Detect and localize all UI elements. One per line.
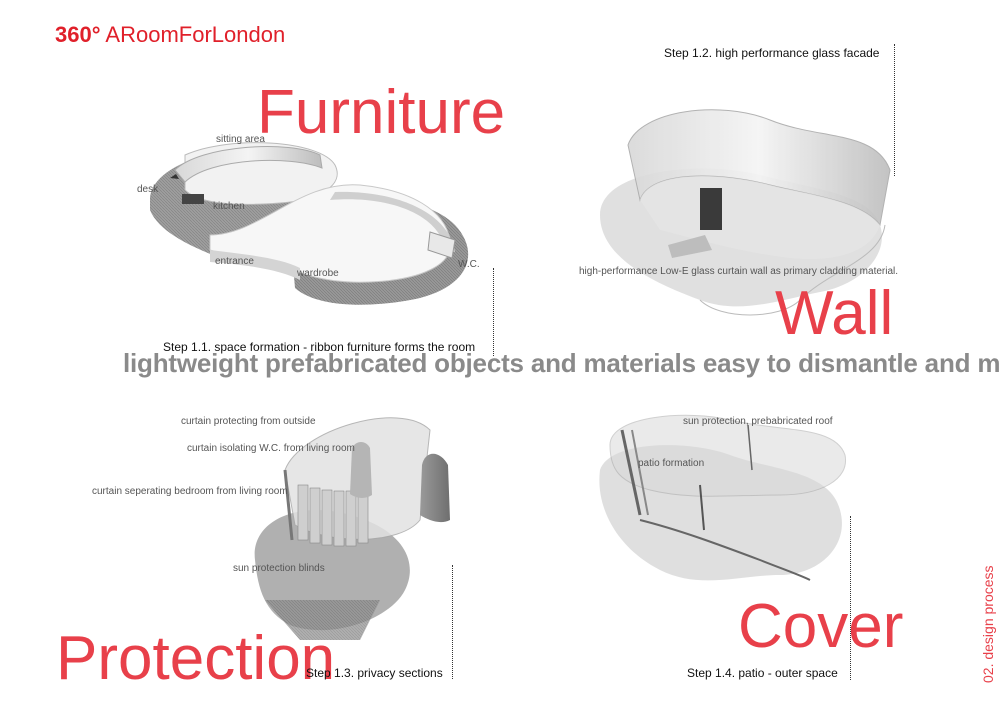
- label-kitchen: kitchen: [213, 201, 245, 212]
- label-sun-blinds: sun protection blinds: [233, 563, 325, 574]
- brand-number: 360°: [55, 22, 101, 47]
- label-curtain-bedroom: curtain seperating bedroom from living r…: [92, 486, 288, 497]
- roof-model: [599, 414, 846, 581]
- divider-line: [493, 268, 494, 356]
- label-roof: sun protection, prebabricated roof: [683, 416, 833, 427]
- divider-line: [452, 565, 453, 679]
- cover-title: Cover: [738, 592, 904, 661]
- label-curtain-outside: curtain protecting from outside: [181, 416, 316, 427]
- label-patio: patio formation: [638, 458, 705, 469]
- step-1-caption: Step 1.1. space formation - ribbon furni…: [163, 340, 476, 354]
- label-wc: W.C.: [458, 259, 480, 270]
- label-glass-curtain-wall: high-performance Low-E glass curtain wal…: [579, 266, 899, 277]
- divider-line: [850, 516, 851, 680]
- furniture-title: Furniture: [257, 78, 506, 147]
- label-curtain-wc: curtain isolating W.C. from living room: [187, 443, 355, 454]
- label-desk: desk: [137, 184, 159, 195]
- wall-title: Wall: [775, 279, 894, 348]
- label-wardrobe: wardrobe: [297, 268, 339, 279]
- curtains-model: [254, 417, 450, 640]
- step-2-caption: Step 1.2. high performance glass facade: [664, 46, 880, 60]
- step-4-caption: Step 1.4. patio - outer space: [687, 666, 838, 680]
- tagline: lightweight prefabricated objects and ma…: [123, 348, 1000, 378]
- brand-title: 360° ARoomForLondon: [55, 22, 285, 48]
- section-side-label: 02. design process: [980, 565, 996, 683]
- protection-title: Protection: [56, 624, 336, 693]
- glass-wall-model: [600, 109, 891, 316]
- step-3-caption: Step 1.3. privacy sections: [306, 666, 443, 680]
- label-sitting-area: sitting area: [216, 134, 265, 145]
- brand-name: ARoomForLondon: [105, 22, 286, 47]
- label-entrance: entrance: [215, 256, 254, 267]
- divider-line: [894, 44, 895, 176]
- furniture-model: [150, 142, 469, 305]
